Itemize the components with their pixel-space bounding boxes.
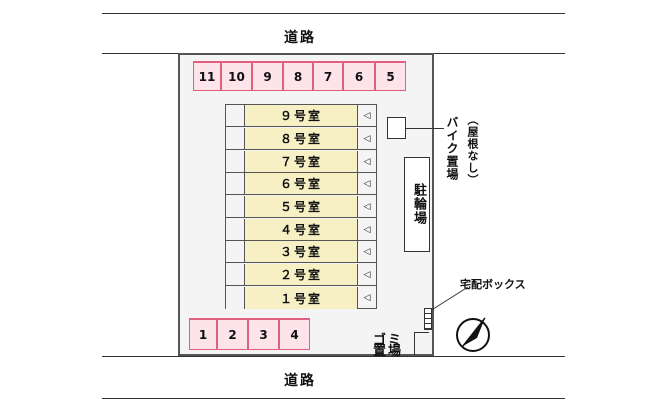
parking-space-6: 6 bbox=[343, 61, 375, 91]
delivery-box-leader-line bbox=[429, 286, 469, 312]
room-7: ７号室 ◁ bbox=[226, 151, 376, 173]
door-icon: ◁ bbox=[363, 246, 371, 257]
bike-parking-area bbox=[387, 117, 406, 139]
parking-space-5: 5 bbox=[375, 61, 406, 91]
parking-space-7: 7 bbox=[313, 61, 343, 91]
door-icon: ◁ bbox=[363, 178, 371, 189]
room-2: ２号室 ◁ bbox=[226, 264, 376, 286]
delivery-box-icon bbox=[424, 308, 432, 330]
parking-space-11: 11 bbox=[193, 61, 221, 91]
delivery-box-label: 宅配ボックス bbox=[460, 278, 526, 291]
garbage-label-2: 置場 bbox=[373, 344, 404, 359]
bike-parking-note: （屋根なし） bbox=[466, 114, 479, 186]
door-icon: ◁ bbox=[363, 133, 371, 144]
parking-space-9: 9 bbox=[252, 61, 283, 91]
room-label: ６号室 bbox=[245, 173, 358, 194]
room-5: ５号室 ◁ bbox=[226, 196, 376, 218]
room-label: ８号室 bbox=[245, 128, 358, 149]
room-label: ３号室 bbox=[245, 241, 358, 262]
parking-space-8: 8 bbox=[283, 61, 313, 91]
road-bottom-label: 道路 bbox=[284, 373, 316, 389]
door-icon: ◁ bbox=[363, 156, 371, 167]
north-arrow-icon bbox=[456, 317, 490, 352]
door-icon: ◁ bbox=[363, 201, 371, 212]
door-icon: ◁ bbox=[363, 293, 371, 303]
room-label: １号室 bbox=[245, 287, 358, 309]
door-icon: ◁ bbox=[363, 224, 371, 235]
room-label: ２号室 bbox=[245, 264, 358, 285]
bicycle-parking-area bbox=[404, 157, 430, 252]
room-4: ４号室 ◁ bbox=[226, 219, 376, 241]
door-icon: ◁ bbox=[363, 110, 371, 121]
parking-space-2: 2 bbox=[217, 318, 248, 350]
parking-space-3: 3 bbox=[248, 318, 279, 350]
room-label: ４号室 bbox=[245, 219, 358, 240]
bicycle-parking-label: 駐輪場 bbox=[411, 183, 426, 225]
parking-space-1: 1 bbox=[189, 318, 217, 350]
room-label: ９号室 bbox=[245, 105, 358, 126]
garbage-area-bracket bbox=[414, 332, 429, 355]
room-label: ５号室 bbox=[245, 196, 358, 217]
bike-parking-leader-line bbox=[406, 128, 444, 129]
road-top-line bbox=[102, 13, 565, 14]
parking-space-10: 10 bbox=[221, 61, 252, 91]
room-label: ７号室 bbox=[245, 151, 358, 172]
parking-space-4: 4 bbox=[279, 318, 310, 350]
bike-parking-label: バイク置場 bbox=[445, 116, 459, 181]
road-bottom-edge bbox=[102, 356, 565, 357]
apartment-building: ９号室◁ ８号室◁ ７号室◁ ６号室◁ ５号室◁ ４号室◁ ３号室◁ ２号室◁ … bbox=[225, 104, 377, 309]
road-bottom-line bbox=[102, 398, 565, 399]
room-9: ９号室 ◁ bbox=[226, 105, 376, 127]
door-icon: ◁ bbox=[363, 269, 371, 280]
room-1: １号室 ◁ bbox=[226, 287, 376, 309]
room-6: ６号室 ◁ bbox=[226, 173, 376, 195]
garbage-label-1: ゴミ bbox=[373, 333, 404, 348]
road-top-label: 道路 bbox=[284, 30, 316, 46]
room-3: ３号室 ◁ bbox=[226, 241, 376, 263]
room-8: ８号室 ◁ bbox=[226, 128, 376, 150]
